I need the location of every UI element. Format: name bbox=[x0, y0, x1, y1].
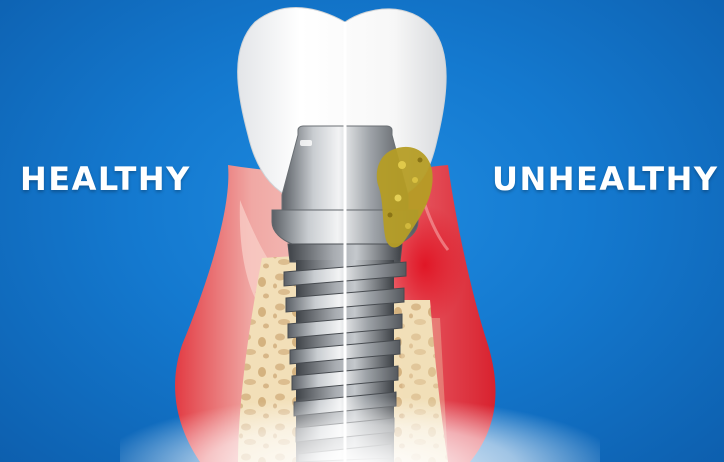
bottom-fade bbox=[120, 330, 600, 462]
